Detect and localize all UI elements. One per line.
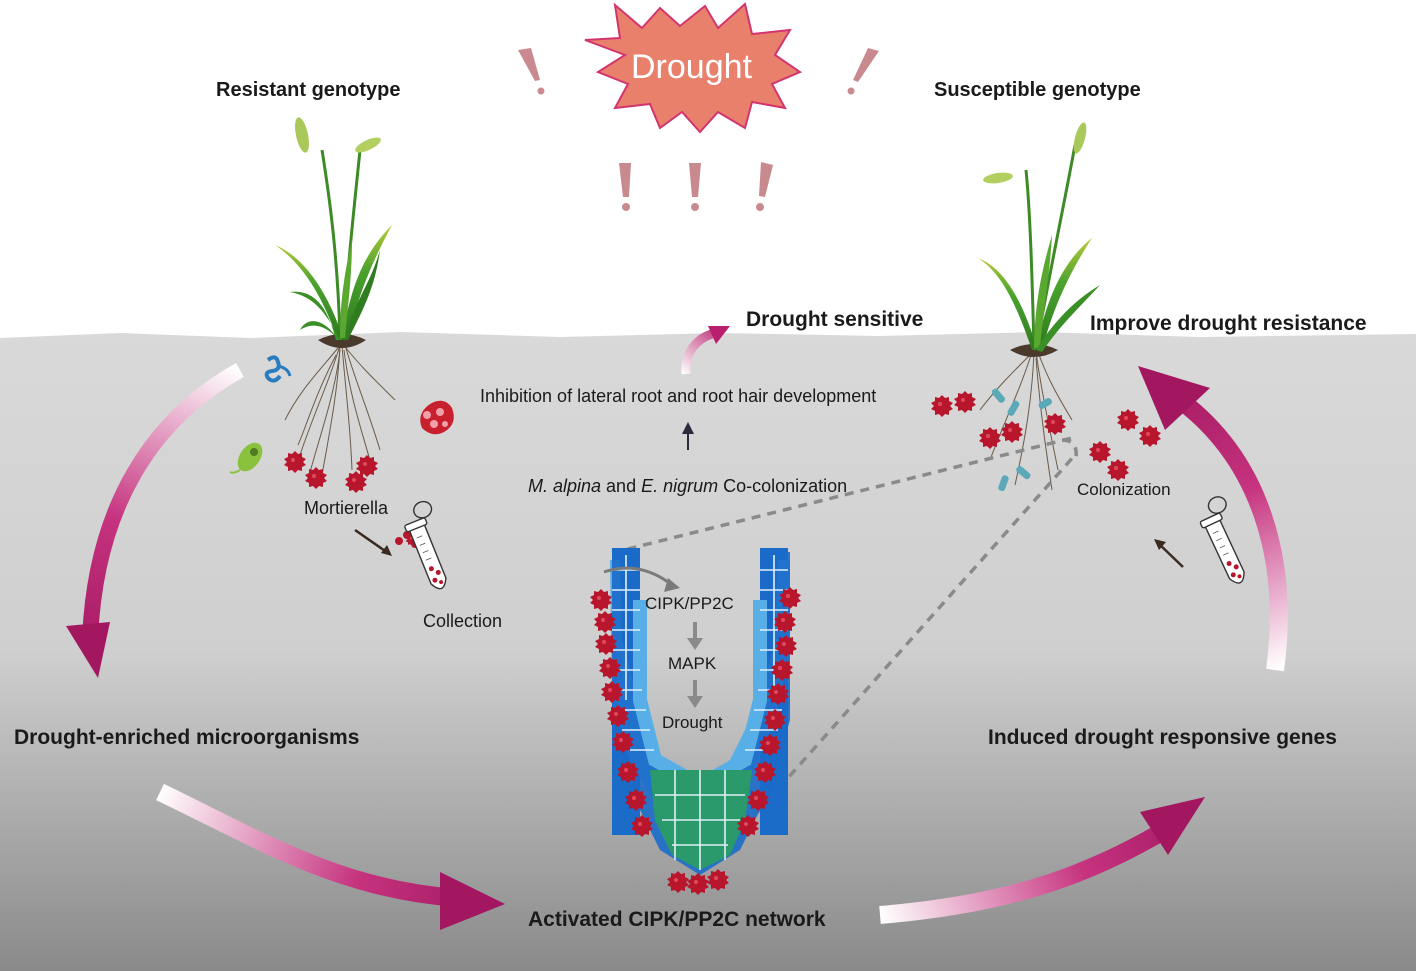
drought-sun-icon xyxy=(584,2,803,134)
improve-resistance-label: Improve drought resistance xyxy=(1090,312,1367,335)
species-2: E. nigrum xyxy=(641,476,719,496)
resistant-genotype-label: Resistant genotype xyxy=(216,79,401,101)
microbe-icon xyxy=(229,355,454,474)
sensitive-arrow xyxy=(681,329,714,375)
resistant-plant-icon xyxy=(275,117,396,481)
inhibition-label: Inhibition of lateral root and root hair… xyxy=(480,386,877,406)
susceptible-plant-icon xyxy=(978,122,1100,491)
drought-sun-label: Drought xyxy=(631,48,752,86)
co-colonization-label: M. alpina and E. nigrum Co-colonization xyxy=(528,476,847,497)
activated-network-label: Activated CIPK/PP2C network xyxy=(528,908,826,931)
colonization-label: Colonization xyxy=(1077,480,1171,499)
pathway-step-1: CIPK/PP2C xyxy=(645,594,734,613)
and-text: and xyxy=(601,476,642,496)
mortierella-label: Mortierella xyxy=(304,498,389,518)
pathway-step-3: Drought xyxy=(662,713,723,732)
pathway-step-2: MAPK xyxy=(668,654,717,673)
collection-label: Collection xyxy=(423,611,503,631)
root-section-icon xyxy=(603,548,790,875)
susceptible-genotype-label: Susceptible genotype xyxy=(934,79,1141,101)
collection-arrow-icon xyxy=(354,528,392,556)
co-colonization-tail: Co-colonization xyxy=(718,476,848,496)
endophyte-icon xyxy=(991,388,1052,492)
induced-genes-label: Induced drought responsive genes xyxy=(988,726,1337,749)
zoom-lines xyxy=(611,436,1078,862)
drought-enriched-label: Drought-enriched microorganisms xyxy=(14,726,360,749)
cycle-arrows xyxy=(66,363,1288,930)
exclamation-icon xyxy=(518,48,879,211)
species-1: M. alpina xyxy=(528,476,602,496)
soil xyxy=(0,332,1416,971)
colonization-arrow-icon xyxy=(1154,539,1184,568)
drought-sensitive-label: Drought sensitive xyxy=(746,308,924,331)
